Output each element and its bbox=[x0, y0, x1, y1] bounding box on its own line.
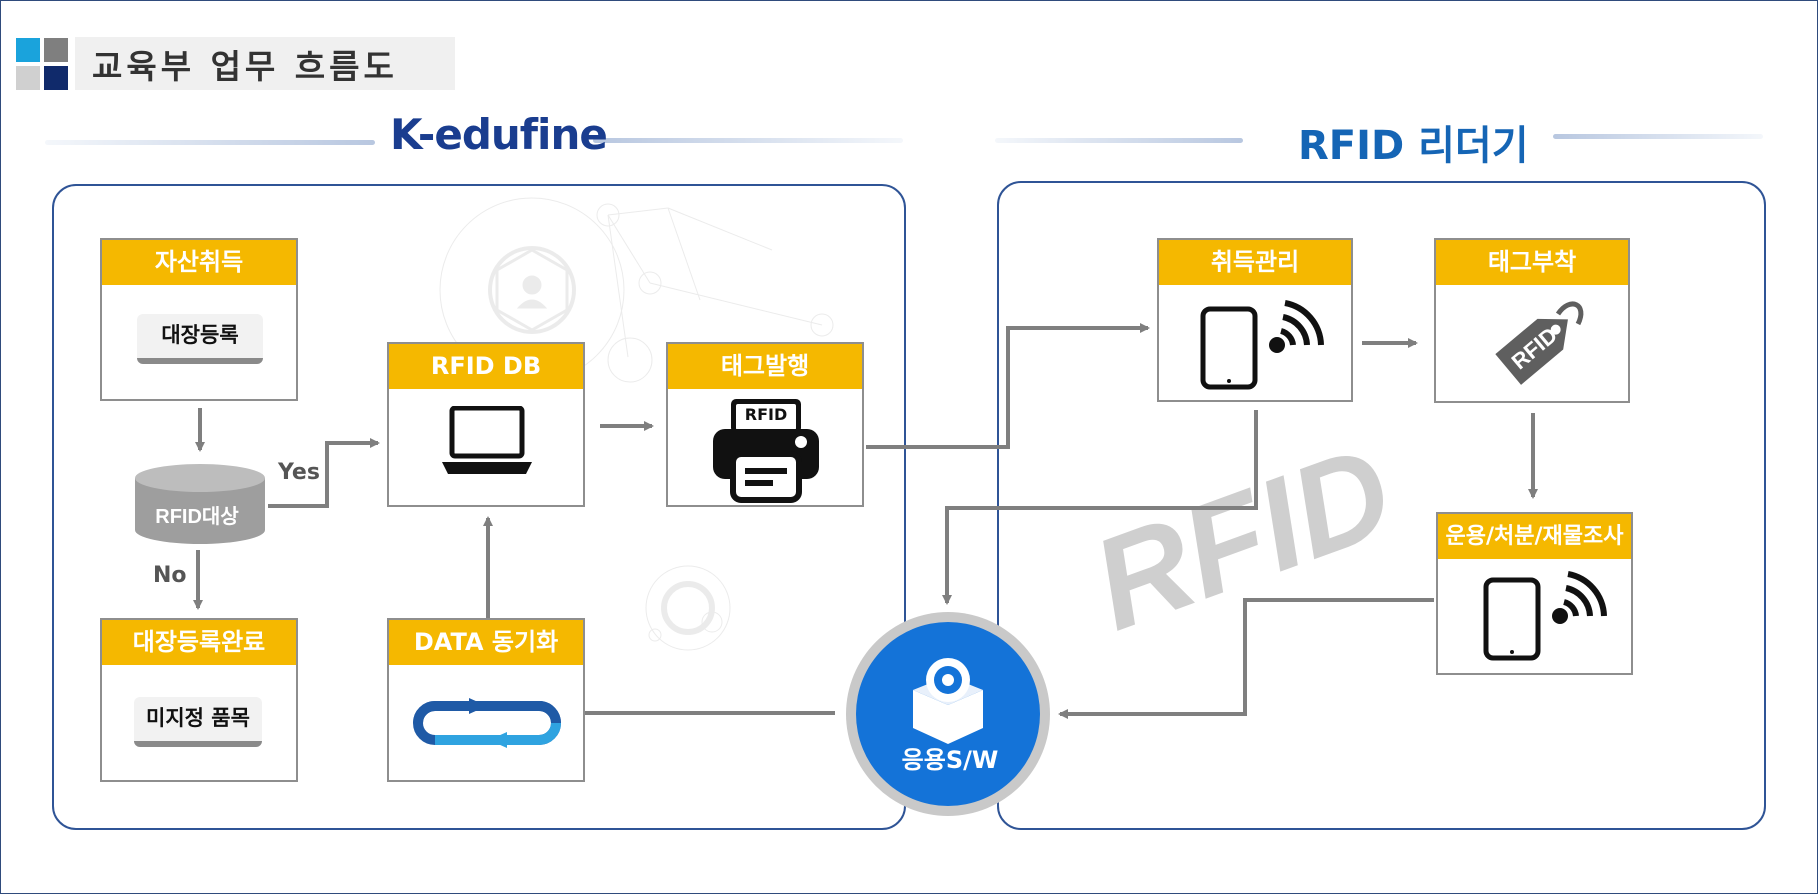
kedufine-logo: K-edufine bbox=[390, 110, 608, 159]
software-box-icon bbox=[913, 658, 983, 744]
title-bar bbox=[75, 37, 455, 90]
yes-label: Yes bbox=[278, 460, 320, 485]
rfid-db-box: RFID DB bbox=[387, 342, 585, 507]
rfid-db-title: RFID DB bbox=[389, 344, 583, 389]
app-sw-node bbox=[846, 612, 1050, 816]
operation-survey-box: 운용/처분/재물조사 bbox=[1436, 512, 1633, 675]
header-line-left-1 bbox=[45, 140, 375, 145]
tablet-rfid-icon bbox=[1200, 300, 1324, 390]
tag-attach-box: 태그부착 RFID bbox=[1434, 238, 1630, 403]
data-sync-title: DATA 동기화 bbox=[389, 620, 583, 665]
database-icon bbox=[135, 464, 265, 544]
rfid-target-label: RFID대상 bbox=[155, 505, 239, 528]
tag-issue-box: 태그발행 RFID bbox=[666, 342, 864, 507]
rfid-watermark: RFID bbox=[1075, 417, 1410, 658]
title-square-navy bbox=[44, 66, 68, 90]
header-line-right-2 bbox=[1553, 134, 1763, 139]
asset-acquisition-title: 자산취득 bbox=[102, 240, 296, 285]
acquisition-mgmt-title: 취득관리 bbox=[1159, 240, 1351, 285]
unassigned-items-button[interactable]: 미지정 품목 bbox=[134, 697, 262, 747]
no-label: No bbox=[153, 563, 187, 588]
app-sw-label: 응용S/W bbox=[901, 746, 999, 774]
rfid-printer-icon bbox=[713, 399, 819, 503]
connectors bbox=[193, 323, 1538, 719]
network-decoration bbox=[439, 197, 834, 651]
header-line-right-1 bbox=[995, 138, 1243, 143]
sync-arrows-icon bbox=[413, 698, 562, 748]
page-title: 교육부 업무 흐름도 bbox=[92, 47, 398, 86]
acquisition-mgmt-box: 취득관리 bbox=[1157, 238, 1353, 402]
data-sync-box: DATA 동기화 bbox=[387, 618, 585, 782]
registry-register-button[interactable]: 대장등록 bbox=[137, 314, 263, 364]
laptop-icon bbox=[442, 406, 532, 474]
tag-attach-title: 태그부착 bbox=[1436, 240, 1628, 285]
title-square-gray bbox=[44, 38, 68, 62]
title-square-cyan bbox=[16, 38, 40, 62]
title-square-lightgray bbox=[16, 66, 40, 90]
rfid-tag-icon: RFID bbox=[1495, 301, 1584, 385]
rfid-reader-panel bbox=[997, 181, 1766, 830]
tag-issue-title: 태그발행 bbox=[668, 344, 862, 389]
registry-complete-title: 대장등록완료 bbox=[102, 620, 296, 665]
header-line-left-2 bbox=[593, 138, 903, 143]
printer-rfid-label: RFID bbox=[744, 405, 788, 424]
operation-survey-title: 운용/처분/재물조사 bbox=[1438, 514, 1631, 559]
tablet-rfid-icon-2 bbox=[1483, 571, 1607, 661]
rfid-reader-title: RFID 리더기 bbox=[1298, 123, 1529, 169]
